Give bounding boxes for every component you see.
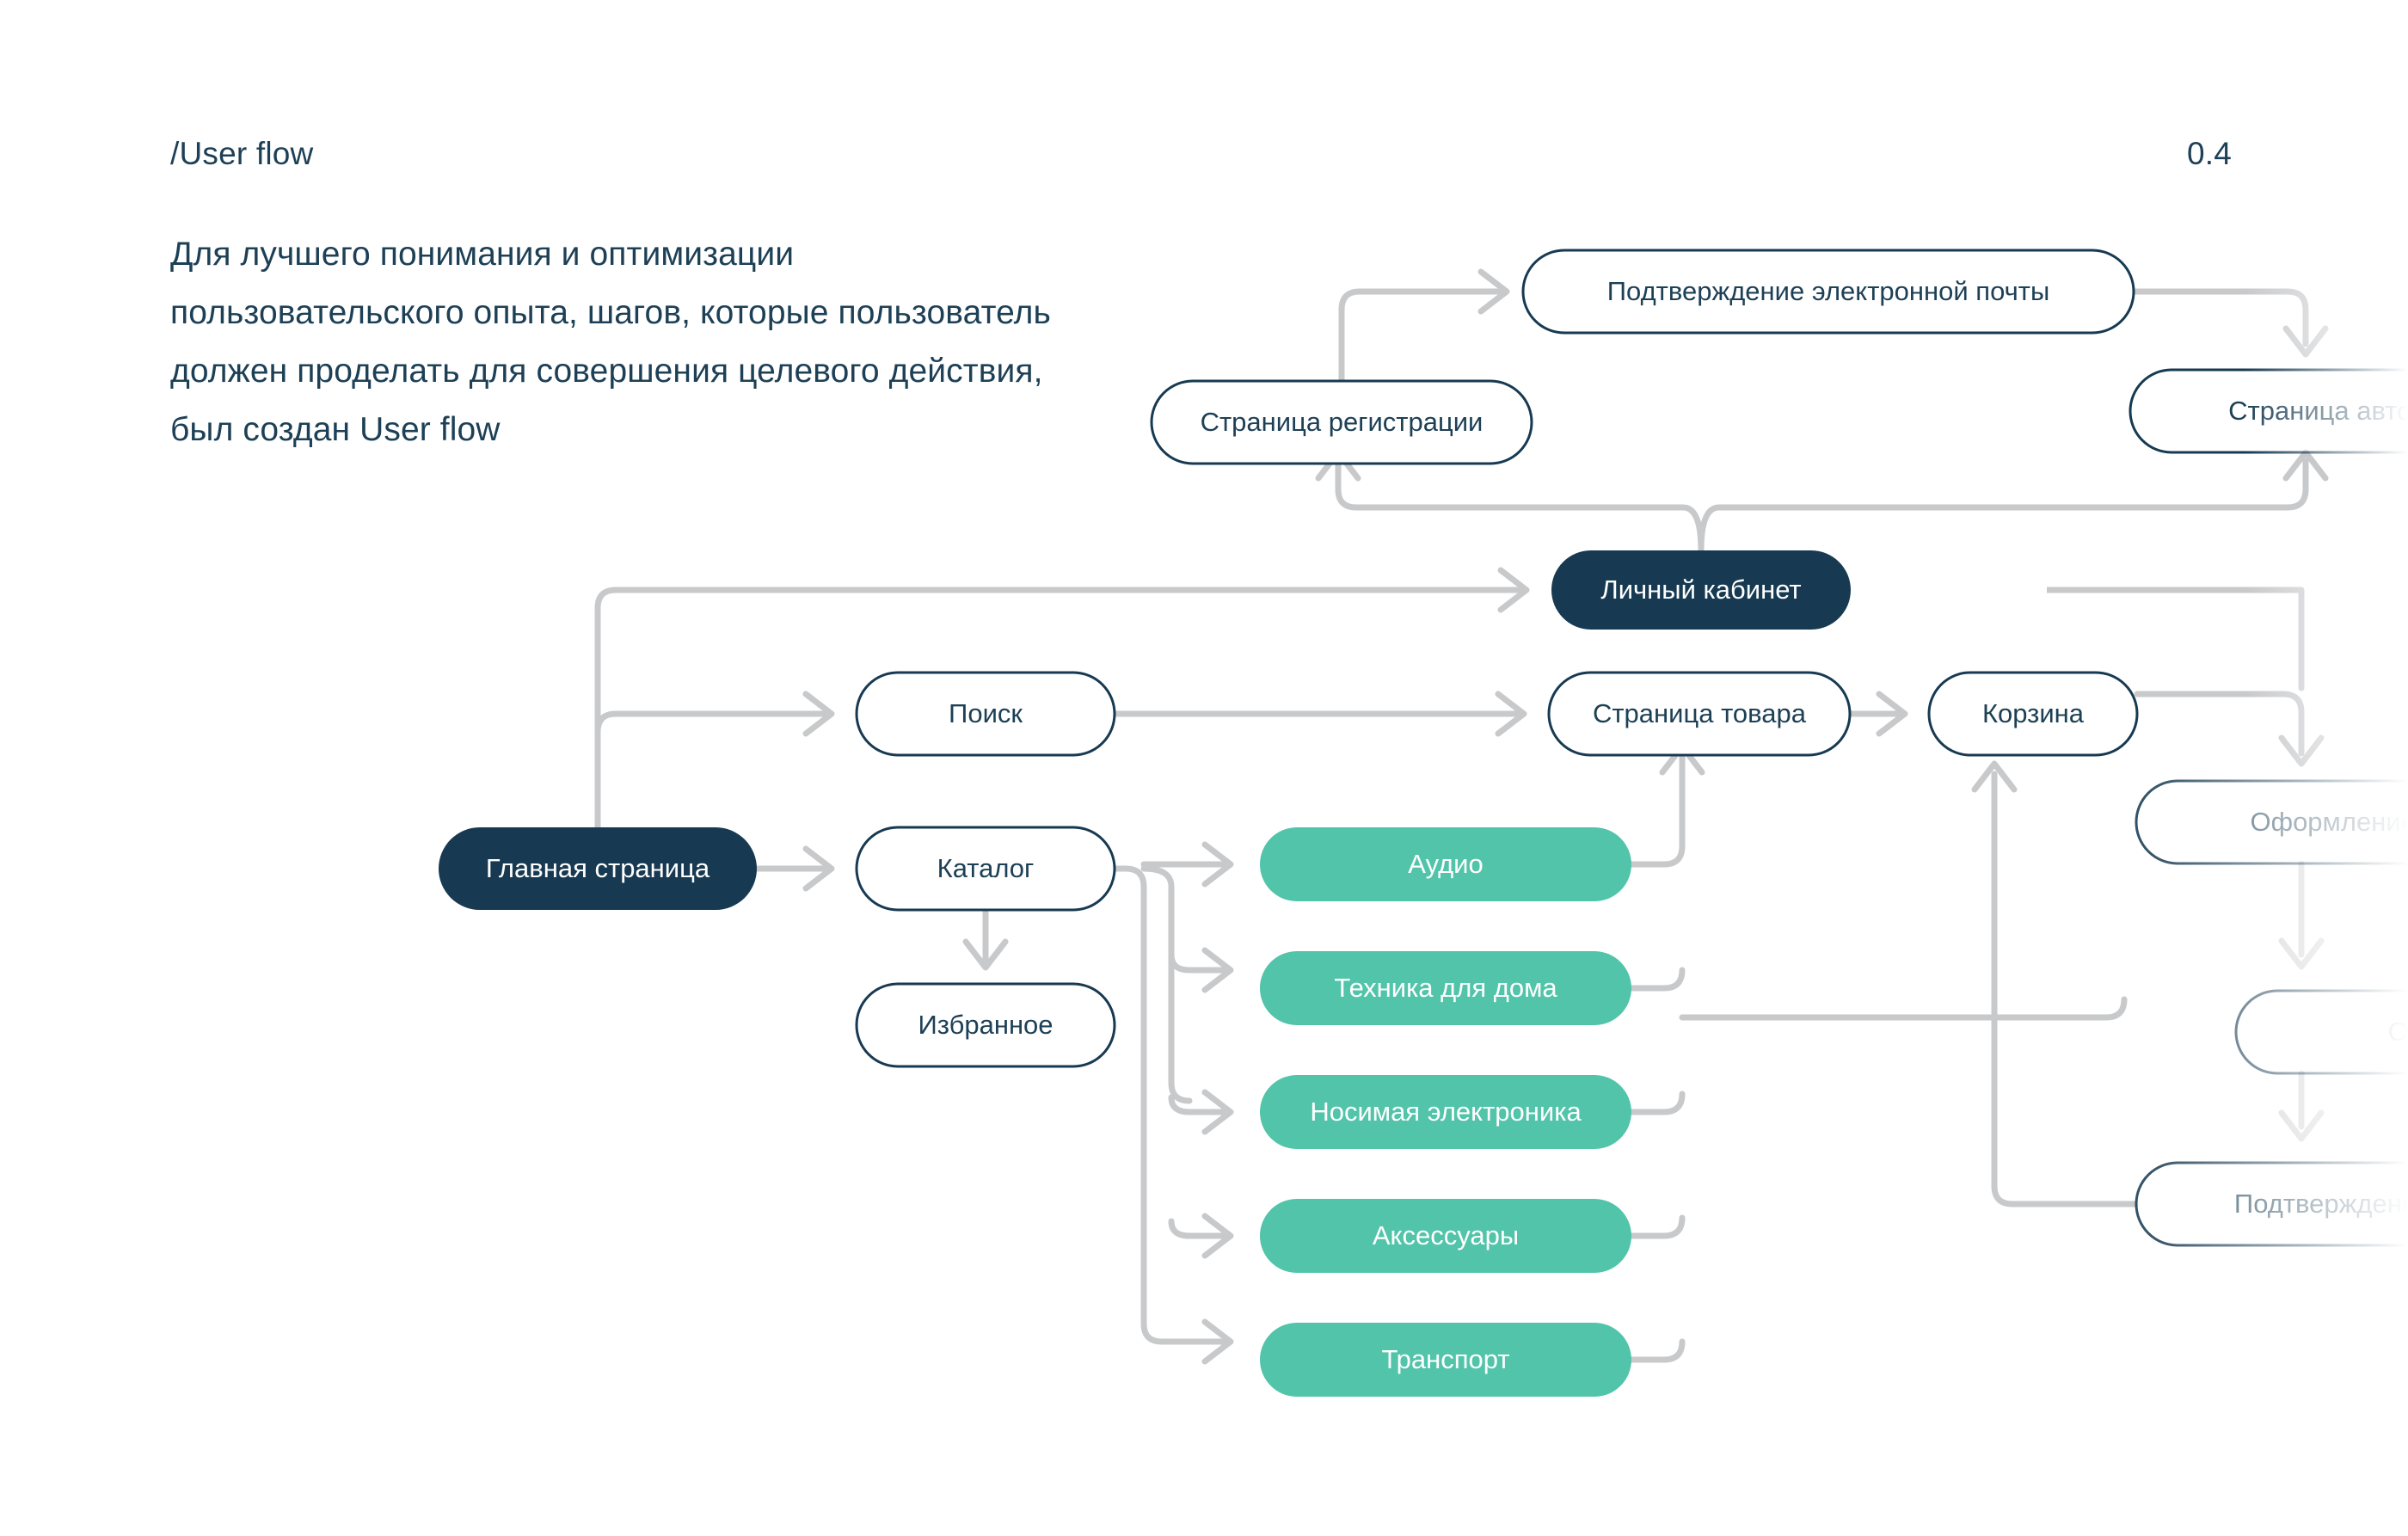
flow-connectors [594, 268, 2329, 1365]
page-number: 0.4 [2186, 136, 2232, 171]
node-label-audio: Аудио [1408, 849, 1483, 879]
node-label-payment: Оплата [2388, 1017, 2408, 1047]
node-checkout[interactable]: Оформление заказа [2135, 779, 2408, 865]
node-label-checkout: Оформление заказа [2250, 807, 2408, 837]
node-label-favorites: Избранное [918, 1010, 1053, 1040]
edge-account-to-auth [1698, 449, 2329, 554]
node-label-home-appliances: Техника для дома [1334, 973, 1557, 1003]
edge-registration-to-email [1338, 268, 1510, 384]
node-label-registration: Страница регистрации [1201, 407, 1484, 437]
node-product-page[interactable]: Страница товара [1547, 671, 1852, 757]
edge-product-to-cart [1846, 691, 1908, 737]
edge-account-to-registration [1315, 449, 1705, 554]
node-label-product-page: Страница товара [1593, 698, 1807, 728]
node-label-wearables: Носимая электроника [1310, 1097, 1582, 1127]
node-order-confirmation[interactable]: Подтверждение заказа [2135, 1161, 2408, 1247]
node-email-confirmation[interactable]: Подтверждение электронной почты [1521, 249, 2135, 335]
edge-home-to-search [594, 691, 835, 831]
node-category-home-appliances[interactable]: Техника для дома [1260, 951, 1631, 1025]
node-category-audio[interactable]: Аудио [1260, 827, 1631, 901]
edge-search-to-product [1111, 691, 1527, 737]
node-personal-account[interactable]: Личный кабинет [1551, 550, 1851, 630]
node-auth-page[interactable]: Страница авторизации [2128, 368, 2408, 454]
node-registration-page[interactable]: Страница регистрации [1150, 379, 1533, 465]
edge-home-to-account [594, 567, 1530, 831]
edge-catalog-to-favorites [962, 906, 1009, 971]
node-category-accessories[interactable]: Аксессуары [1260, 1199, 1631, 1273]
node-label-catalog: Каталог [937, 853, 1035, 883]
edge-categories-to-product [1628, 743, 1705, 1363]
intro-paragraph: Для лучшего понимания и оптимизации поль… [170, 236, 1051, 448]
node-label-accessories: Аксессуары [1373, 1220, 1519, 1250]
node-payment[interactable]: Оплата [2234, 989, 2408, 1075]
edge-confirm-to-cart [1971, 760, 2140, 1207]
node-search-page[interactable]: Поиск [855, 671, 1116, 757]
edge-home-to-catalog [753, 845, 835, 892]
node-label-auth-page: Страница авторизации [2228, 396, 2408, 426]
edge-cart-to-checkout [2134, 691, 2325, 767]
node-catalog[interactable]: Каталог [855, 826, 1116, 912]
page-title: /User flow [170, 136, 314, 171]
node-label-order-confirmation: Подтверждение заказа [2234, 1189, 2408, 1219]
edge-appliances-rail-right [1679, 996, 2128, 1021]
node-label-personal-account: Личный кабинет [1600, 574, 1801, 605]
node-cart[interactable]: Корзина [1927, 671, 2139, 757]
edge-email-to-auth [2130, 288, 2329, 358]
node-label-email-confirmation: Подтверждение электронной почты [1607, 276, 2050, 306]
edge-payment-to-confirm [2278, 1070, 2325, 1142]
node-label-search: Поиск [949, 698, 1023, 728]
node-label-cart: Корзина [1982, 698, 2085, 728]
node-home-page[interactable]: Главная страница [439, 827, 757, 910]
edge-checkout-to-payment [2278, 860, 2325, 970]
node-label-transport: Транспорт [1381, 1344, 1509, 1374]
node-category-transport[interactable]: Транспорт [1260, 1323, 1631, 1397]
node-category-wearables[interactable]: Носимая электроника [1260, 1075, 1631, 1149]
node-label-home-page: Главная страница [486, 853, 710, 883]
edge-catalog-to-categories [1111, 841, 1234, 1365]
edge-account-to-checkout [1847, 587, 2305, 691]
node-favorites[interactable]: Избранное [855, 982, 1116, 1068]
